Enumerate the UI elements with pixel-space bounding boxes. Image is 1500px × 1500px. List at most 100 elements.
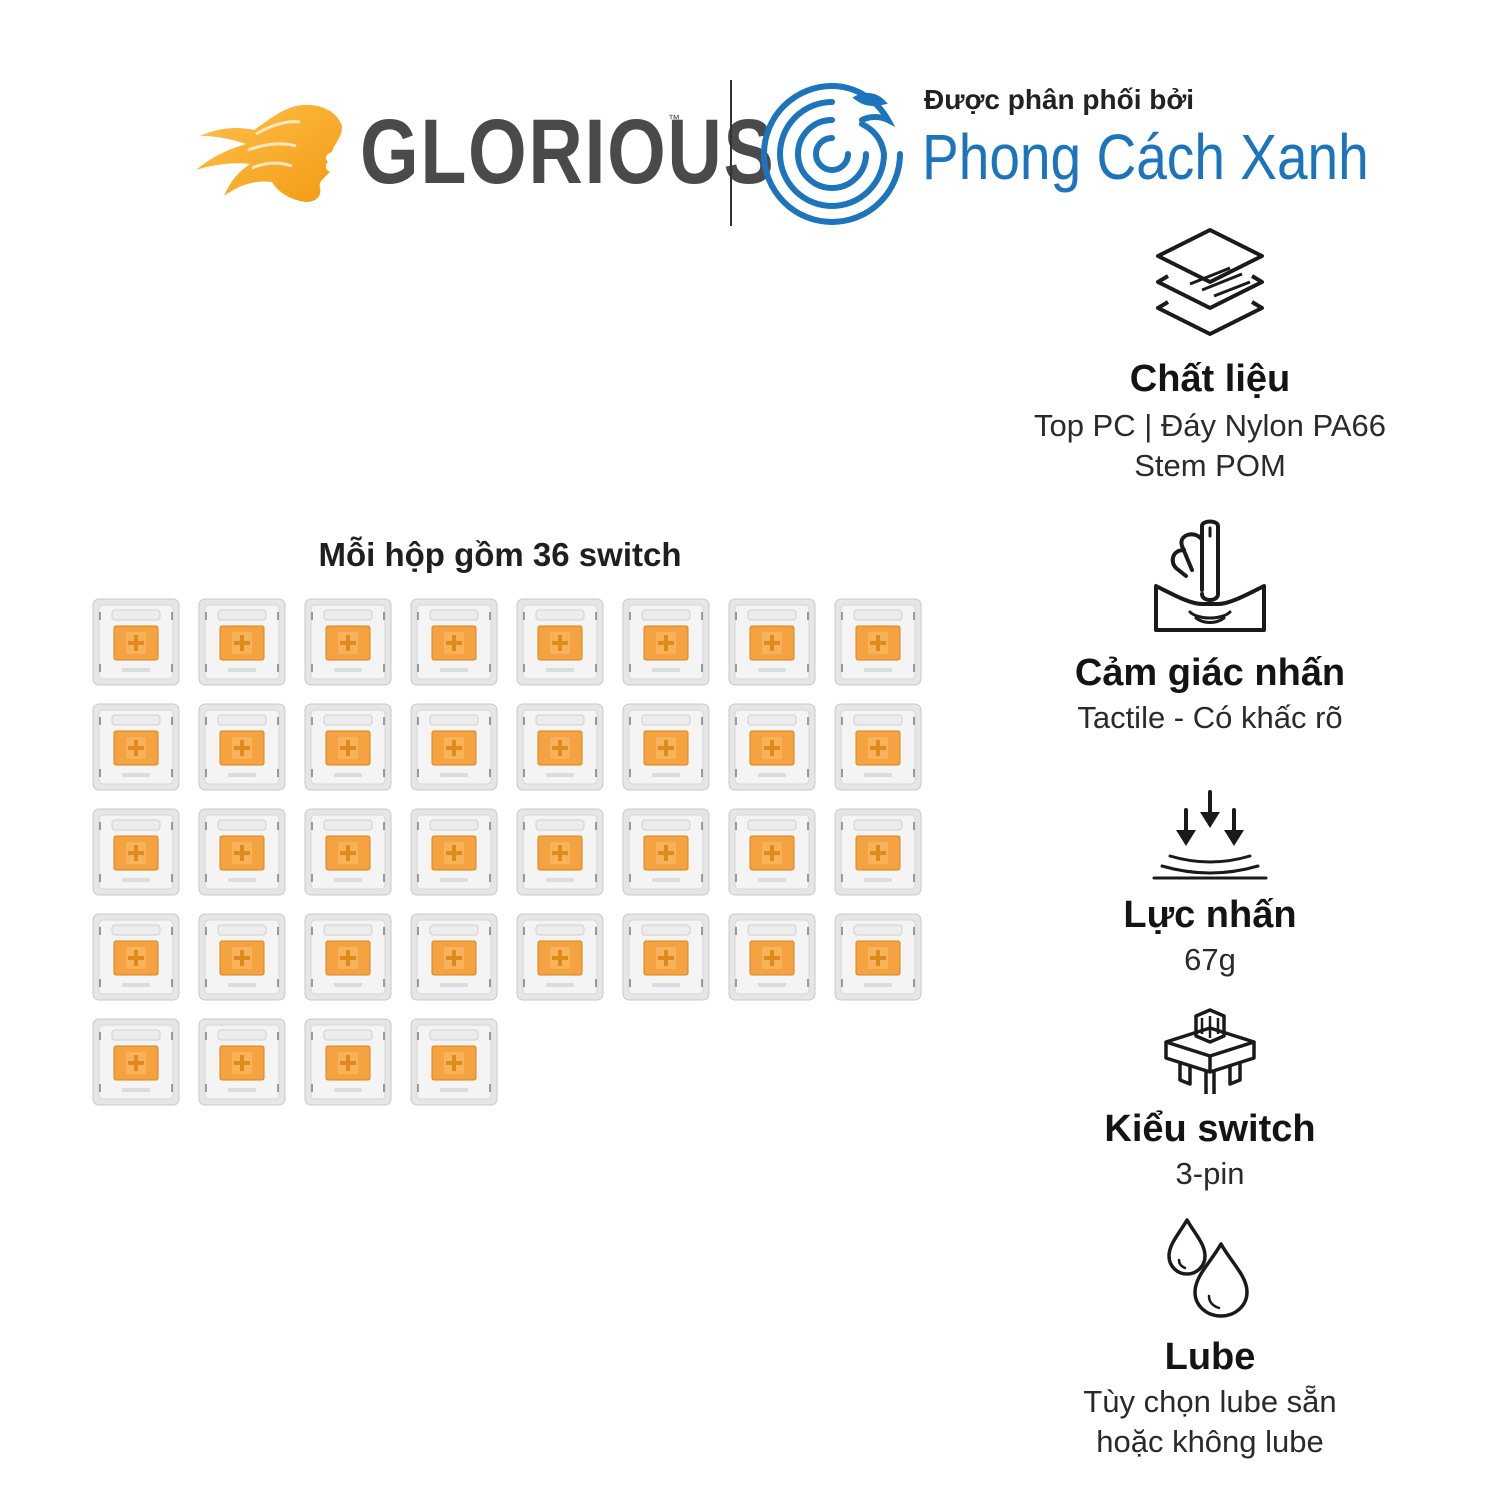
keyboard-switch-icon [622, 808, 710, 896]
spec-title: Kiểu switch [1104, 1108, 1316, 1150]
keyboard-switch [92, 913, 180, 1001]
keyboard-switch [728, 598, 816, 686]
spec-value: 3-pin [1175, 1156, 1245, 1191]
keyboard-switch-icon [834, 808, 922, 896]
keyboard-switch [410, 598, 498, 686]
keyboard-switch [834, 808, 922, 896]
keyboard-switch [728, 913, 816, 1001]
glorious-flame-logo-icon [196, 104, 342, 202]
spec-title: Lube [1164, 1336, 1256, 1378]
spec-value: Top PC | Đáy Nylon PA66 [1033, 408, 1387, 443]
keyboard-switch [410, 808, 498, 896]
keyboard-switch-icon [92, 913, 180, 1001]
keyboard-switch-icon [198, 913, 286, 1001]
spec-title: Lực nhấn [1123, 894, 1297, 936]
header-divider [730, 80, 732, 226]
keyboard-switch [516, 913, 604, 1001]
keyboard-switch [834, 703, 922, 791]
keyboard-switch [304, 598, 392, 686]
keyboard-switch-icon [622, 598, 710, 686]
keyboard-switch [622, 598, 710, 686]
keyboard-switch-icon [834, 598, 922, 686]
keyboard-switch-icon [304, 598, 392, 686]
keyboard-switch [198, 1018, 286, 1106]
keyboard-switch [92, 703, 180, 791]
keyboard-switch-icon [304, 808, 392, 896]
spec-title: Cảm giác nhấn [1074, 652, 1346, 694]
keyboard-switch [198, 913, 286, 1001]
keyboard-switch [92, 1018, 180, 1106]
spec-material: Chất liệu Top PC | Đáy Nylon PA66 Stem P… [960, 224, 1460, 486]
spec-value: 67g [1184, 942, 1236, 977]
keyboard-switch [198, 703, 286, 791]
force-arrows-icon [1152, 790, 1268, 880]
spec-switch-type: Kiểu switch 3-pin [960, 1006, 1460, 1194]
keyboard-switch [834, 598, 922, 686]
phong-cach-xanh-logo-icon [761, 83, 903, 225]
switch-grid [92, 598, 932, 1106]
keyboard-switch-icon [622, 913, 710, 1001]
spec-feel: Cảm giác nhấn Tactile - Có khấc rõ [960, 516, 1460, 738]
keyboard-switch-icon [198, 808, 286, 896]
keyboard-switch-icon [92, 1018, 180, 1106]
keyboard-switch-icon [516, 913, 604, 1001]
keyboard-switch-icon [410, 808, 498, 896]
keyboard-switch-icon [304, 1018, 392, 1106]
header: GLORIOUS ™ Được phân phối bởi Phong Cách… [0, 0, 1500, 240]
keyboard-switch [92, 808, 180, 896]
spec-value: Tactile - Có khấc rõ [1077, 700, 1343, 735]
keyboard-switch-icon [198, 1018, 286, 1106]
keyboard-switch-icon [834, 703, 922, 791]
glorious-wordmark: GLORIOUS [360, 101, 776, 203]
distributor-name: Phong Cách Xanh [922, 121, 1369, 193]
keyboard-switch [622, 703, 710, 791]
keyboard-switch-icon [304, 703, 392, 791]
spec-value: Stem POM [1134, 448, 1286, 483]
spec-title: Chất liệu [1129, 358, 1291, 400]
keyboard-switch-icon [728, 913, 816, 1001]
keyboard-switch-icon [304, 913, 392, 1001]
keyboard-switch [516, 598, 604, 686]
keyboard-switch-icon [516, 808, 604, 896]
keyboard-switch-icon [410, 913, 498, 1001]
keyboard-switch [304, 703, 392, 791]
keyboard-switch-icon [92, 808, 180, 896]
keyboard-switch [622, 913, 710, 1001]
keyboard-switch-icon [410, 598, 498, 686]
keyboard-switch-icon [728, 598, 816, 686]
keyboard-switch [516, 703, 604, 791]
keyboard-switch [728, 808, 816, 896]
spec-lube: Lube Tùy chọn lube sẵn hoặc không lube [960, 1216, 1460, 1462]
keyboard-switch-icon [92, 598, 180, 686]
keyboard-switch-icon [834, 913, 922, 1001]
keyboard-switch-icon [516, 703, 604, 791]
keyboard-switch [92, 598, 180, 686]
keyboard-switch [834, 913, 922, 1001]
spec-force: Lực nhấn 67g [960, 788, 1460, 980]
keyboard-switch [304, 1018, 392, 1106]
keyboard-switch-icon [728, 703, 816, 791]
keyboard-switch [728, 703, 816, 791]
keyboard-switch [304, 913, 392, 1001]
trademark-symbol: ™ [668, 112, 680, 126]
keyboard-switch-icon [622, 703, 710, 791]
keyboard-switch [198, 808, 286, 896]
keyboard-switch-icon [728, 808, 816, 896]
keyboard-switch-icon [198, 598, 286, 686]
spec-value: hoặc không lube [1096, 1424, 1324, 1459]
keyboard-switch [410, 913, 498, 1001]
keyboard-switch-icon [92, 703, 180, 791]
keyboard-switch-icon [516, 598, 604, 686]
keyboard-switch [198, 598, 286, 686]
keyboard-switch [304, 808, 392, 896]
keyboard-switch [622, 808, 710, 896]
finger-press-icon [1154, 519, 1266, 632]
keyboard-switch [410, 703, 498, 791]
box-contents-caption: Mỗi hộp gồm 36 switch [318, 536, 682, 573]
layers-icon [1156, 228, 1264, 336]
keyboard-switch [410, 1018, 498, 1106]
distributor-caption: Được phân phối bởi [924, 84, 1195, 115]
switch-icon [1164, 1008, 1256, 1094]
keyboard-switch-icon [410, 703, 498, 791]
keyboard-switch-icon [410, 1018, 498, 1106]
